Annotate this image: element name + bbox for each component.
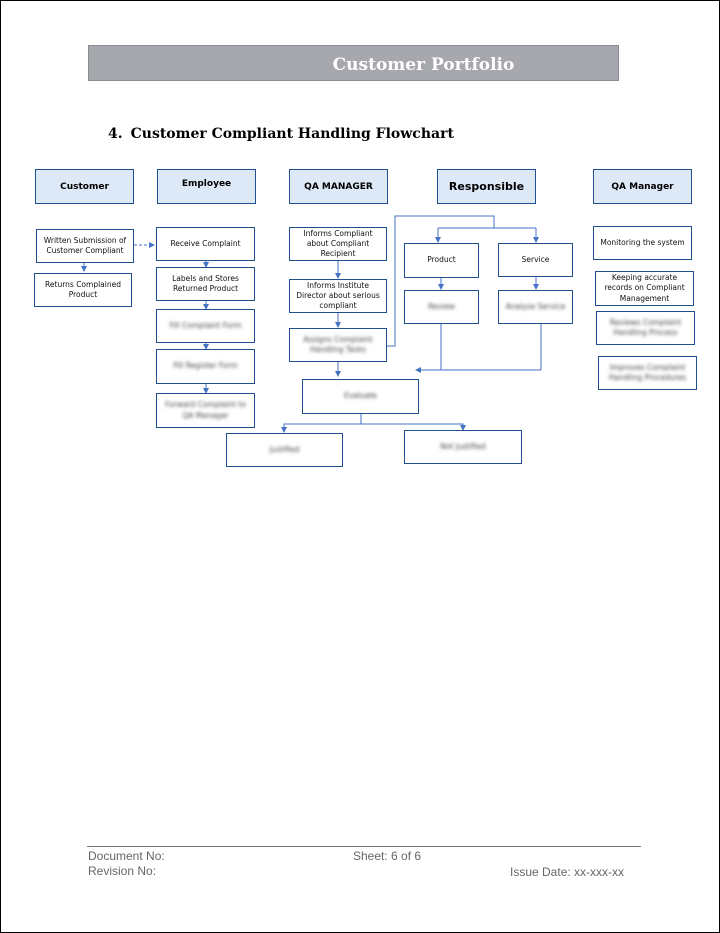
footer-divider xyxy=(87,846,641,847)
page-title: Customer Portfolio xyxy=(332,55,515,75)
step-labels-stores-product: Labels and Stores Returned Product xyxy=(156,267,255,301)
step-employee-blurred-3: Forward Complaint to QA Manager xyxy=(156,393,255,428)
footer-issue-date: Issue Date: xx-xxx-xx xyxy=(510,865,625,879)
step-returns-complained-product: Returns Complained Product xyxy=(34,273,132,307)
step-qa2-blurred-1: Reviews Complaint Handling Process xyxy=(596,311,695,345)
lane-header-qa-manager-2: QA Manager xyxy=(593,169,692,204)
step-evaluate-blurred: Evaluate xyxy=(302,379,419,414)
footer-document-no: Document No: xyxy=(88,849,165,863)
footer-sheet-number: Sheet: 6 of 6 xyxy=(353,849,422,863)
step-product-blurred: Review xyxy=(404,290,479,324)
step-keeping-records: Keeping accurate records on Compliant Ma… xyxy=(595,271,694,306)
step-employee-blurred-1: Fill Complaint Form xyxy=(156,309,255,343)
step-monitoring-system: Monitoring the system xyxy=(593,226,692,260)
section-heading: 4. Customer Compliant Handling Flowchart xyxy=(108,126,454,142)
lane-header-responsible: Responsible xyxy=(437,169,536,204)
step-product: Product xyxy=(404,243,479,278)
step-qa-blurred: Assigns Complaint Handling Tasks xyxy=(289,328,387,362)
step-employee-blurred-2: Fill Register Form xyxy=(156,349,255,384)
step-justified-blurred: Justified xyxy=(226,433,343,467)
step-service-blurred: Analyze Service xyxy=(498,290,573,324)
lane-header-qa-manager: QA MANAGER xyxy=(289,169,388,204)
step-qa2-blurred-2: Improves Complaint Handling Procedures xyxy=(598,356,697,390)
step-receive-complaint: Receive Complaint xyxy=(156,227,255,261)
title-banner: Customer Portfolio xyxy=(88,45,619,81)
step-informs-institute-director: Informs Institute Director about serious… xyxy=(289,279,387,313)
footer-revision-no: Revision No: xyxy=(88,864,157,878)
step-service: Service xyxy=(498,243,573,277)
lane-header-employee: Employee xyxy=(157,169,256,204)
step-written-submission: Written Submission of Customer Compliant xyxy=(36,229,134,263)
section-number: 4. xyxy=(108,126,123,142)
lane-header-customer: Customer xyxy=(35,169,134,204)
section-title: Customer Compliant Handling Flowchart xyxy=(130,126,454,142)
step-informs-compliant: Informs Compliant about Compliant Recipi… xyxy=(289,227,387,261)
step-not-justified-blurred: Not Justified xyxy=(404,430,522,464)
